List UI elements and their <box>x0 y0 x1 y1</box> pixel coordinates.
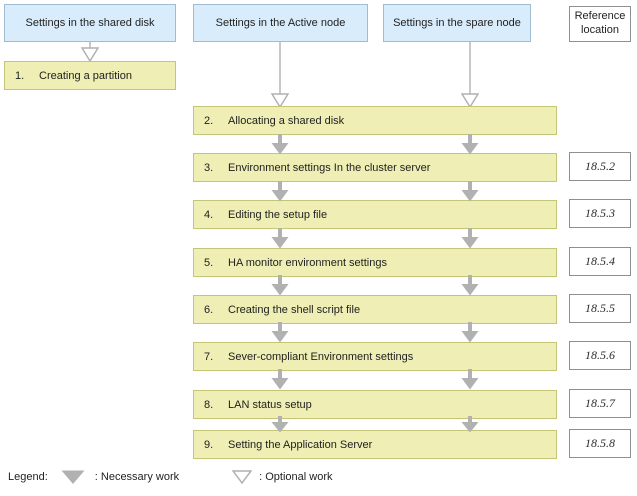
reference-box-5: 18.5.4 <box>569 247 631 276</box>
step-box-2: 2. Allocating a shared disk <box>193 106 557 135</box>
necessary-arrow-icon <box>61 470 85 484</box>
necessary-arrow-icon <box>461 369 479 390</box>
header-spare-node: Settings in the spare node <box>383 4 531 42</box>
necessary-arrow-icon <box>271 322 289 343</box>
legend: Legend: : Necessary work : Optional work <box>8 468 333 486</box>
connector-line <box>469 42 471 95</box>
step-box-8: 8. LAN status setup <box>193 390 557 419</box>
necessary-arrow-icon <box>461 322 479 343</box>
step-label: Creating a partition <box>39 69 132 82</box>
reference-box-9: 18.5.8 <box>569 429 631 458</box>
necessary-arrow-icon <box>461 228 479 249</box>
step-label: Creating the shell script file <box>228 303 361 316</box>
necessary-arrow-icon <box>271 416 289 433</box>
necessary-arrow-icon <box>271 181 289 202</box>
step-number: 5. <box>204 256 214 269</box>
legend-necessary-label: : Necessary work <box>94 471 180 483</box>
step-label: HA monitor environment settings <box>228 256 387 269</box>
necessary-arrow-icon <box>461 416 479 433</box>
step-box-7: 7. Sever-compliant Environment settings <box>193 342 557 371</box>
step-box-9: 9. Setting the Application Server <box>193 430 557 459</box>
step-box-5: 5. HA monitor environment settings <box>193 248 557 277</box>
step-number: 6. <box>204 303 214 316</box>
necessary-arrow-icon <box>271 134 289 155</box>
step-number: 2. <box>204 114 214 127</box>
reference-box-3: 18.5.2 <box>569 152 631 181</box>
necessary-arrow-icon <box>271 228 289 249</box>
header-active-node: Settings in the Active node <box>193 4 368 42</box>
necessary-arrow-icon <box>461 275 479 296</box>
reference-box-8: 18.5.7 <box>569 389 631 418</box>
step-number: 7. <box>204 350 214 363</box>
step-label: Setting the Application Server <box>228 438 373 451</box>
step-number: 1. <box>15 69 25 82</box>
reference-box-4: 18.5.3 <box>569 199 631 228</box>
step-label: LAN status setup <box>228 398 312 411</box>
reference-box-6: 18.5.5 <box>569 294 631 323</box>
step-box-3: 3. Environment settings In the cluster s… <box>193 153 557 182</box>
connector-line <box>89 42 91 49</box>
header-shared-disk: Settings in the shared disk <box>4 4 176 42</box>
step-label: Editing the setup file <box>228 208 328 221</box>
step-label: Allocating a shared disk <box>228 114 345 127</box>
optional-arrow-icon <box>81 47 99 62</box>
step-number: 8. <box>204 398 214 411</box>
step-box-6: 6. Creating the shell script file <box>193 295 557 324</box>
reference-box-7: 18.5.6 <box>569 341 631 370</box>
necessary-arrow-icon <box>271 369 289 390</box>
step-number: 3. <box>204 161 214 174</box>
step-label: Environment settings In the cluster serv… <box>228 161 431 174</box>
header-reference-location: Reference location <box>569 6 631 42</box>
necessary-arrow-icon <box>461 181 479 202</box>
optional-arrow-icon <box>232 470 253 484</box>
necessary-arrow-icon <box>271 275 289 296</box>
connector-line <box>279 42 281 95</box>
legend-title: Legend: <box>8 471 48 483</box>
step-box-1: 1. Creating a partition <box>4 61 176 90</box>
step-label: Sever-compliant Environment settings <box>228 350 414 363</box>
legend-optional-label: : Optional work <box>259 471 333 483</box>
optional-arrow-icon <box>271 93 289 108</box>
step-number: 4. <box>204 208 214 221</box>
optional-arrow-icon <box>461 93 479 108</box>
step-box-4: 4. Editing the setup file <box>193 200 557 229</box>
necessary-arrow-icon <box>461 134 479 155</box>
step-number: 9. <box>204 438 214 451</box>
